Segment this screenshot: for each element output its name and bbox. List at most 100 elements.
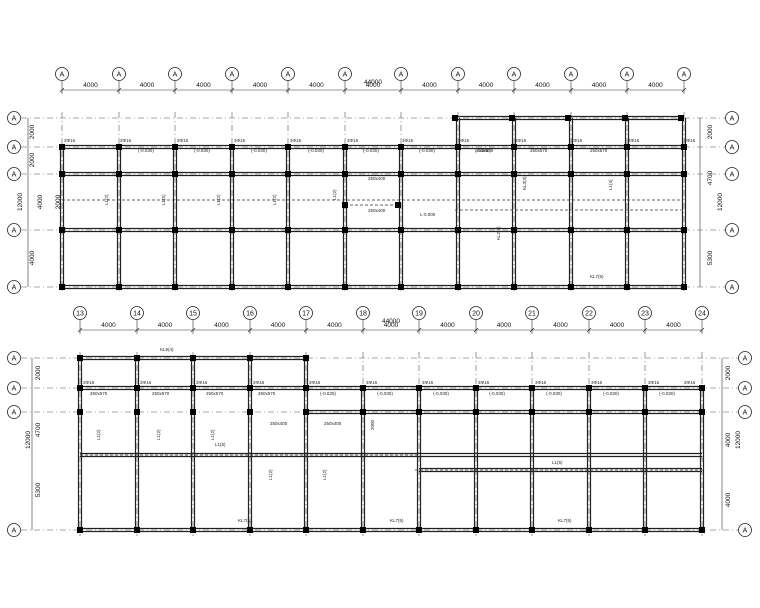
row-label-left: A [12, 116, 17, 123]
column [116, 284, 122, 290]
beam-reinforcement-label: 3Φ16 [515, 138, 527, 143]
right-dimension: 2000 [707, 124, 714, 139]
bay-dimension: 4000 [440, 322, 455, 329]
bay-dimension: 4000 [366, 82, 381, 89]
axis-label: 24 [698, 311, 706, 318]
bay-dimension: 4000 [158, 322, 173, 329]
column [699, 385, 705, 391]
axis-bubble [55, 67, 69, 81]
beam-designation-label: L1(2) [322, 469, 327, 480]
bay-dimension: 4000 [253, 82, 268, 89]
column [455, 284, 461, 290]
axis-label: 20 [472, 311, 480, 318]
beam-reinforcement-label: 3Φ16 [120, 138, 132, 143]
column [229, 227, 235, 233]
bay-dimension: 4000 [196, 82, 211, 89]
axis-label: A [399, 72, 404, 79]
row-label-right: A [730, 285, 735, 292]
left-dimension: 2000 [29, 124, 36, 139]
slab-elevation-label: (-0.030) [419, 148, 435, 153]
total-dimension: 44000 [364, 79, 382, 86]
column [398, 227, 404, 233]
beam-designation-label: L1(2) [156, 429, 161, 440]
beam-designation-label: 2000 [370, 419, 375, 430]
row-bubble-left [7, 140, 21, 154]
column [342, 202, 348, 208]
row-bubble-right [725, 167, 739, 181]
beam-reinforcement-label: 3Φ16 [290, 138, 302, 143]
column [247, 385, 253, 391]
beam-reinforcement-label: 3Φ16 [83, 380, 95, 385]
axis-bubble [564, 67, 578, 81]
axis-bubble [73, 306, 87, 320]
row-bubble-left [7, 351, 21, 365]
axis-bubble [677, 67, 691, 81]
axis-label: A [456, 72, 461, 79]
beam-section-label: 250x400 [368, 176, 386, 181]
beam-reinforcement-label: 3Φ16 [253, 380, 265, 385]
left-dimension: 2000 [55, 194, 62, 209]
column [172, 171, 178, 177]
beam-reinforcement-label: 3Φ16 [64, 138, 76, 143]
column [622, 115, 628, 121]
row-bubble-right [738, 523, 752, 537]
column [455, 171, 461, 177]
column [586, 385, 592, 391]
column [473, 385, 479, 391]
left-dimension: 4000 [37, 194, 44, 209]
beam-designation-label: L1(2) [104, 194, 109, 205]
column [342, 227, 348, 233]
bay-dimension: 4000 [271, 322, 286, 329]
beam-designation-label: KL9(4) [160, 347, 174, 352]
beam-section-label: 250x570 [530, 148, 548, 153]
row-bubble-left [7, 523, 21, 537]
axis-bubble [243, 306, 257, 320]
column [511, 284, 517, 290]
column [116, 227, 122, 233]
axis-bubble [695, 306, 709, 320]
axis-label: A [230, 72, 235, 79]
right-dimension: 4000 [725, 492, 732, 507]
axis-label: 14 [133, 311, 141, 318]
column [586, 527, 592, 533]
column [247, 409, 253, 415]
beam-designation-label: L1(2) [268, 469, 273, 480]
column [360, 527, 366, 533]
column [247, 527, 253, 533]
column [568, 284, 574, 290]
column [511, 171, 517, 177]
beam-designation-label: KL7(5) [390, 518, 404, 523]
column [642, 409, 648, 415]
bay-dimension: 4000 [101, 322, 116, 329]
row-label-right: A [730, 116, 735, 123]
row-label-left: A [12, 172, 17, 179]
column [624, 171, 630, 177]
column [398, 171, 404, 177]
beam-section-label: 250x400 [368, 208, 386, 213]
row-label-left: A [12, 228, 17, 235]
row-label-right: A [730, 172, 735, 179]
beam-section-label: 250x570 [258, 391, 276, 396]
column [624, 144, 630, 150]
beam-reinforcement-label: 3Φ16 [684, 380, 696, 385]
beam-reinforcement-label: 3Φ16 [478, 380, 490, 385]
row-bubble-left [7, 280, 21, 294]
beam-reinforcement-label: 3Φ16 [571, 138, 583, 143]
column [473, 409, 479, 415]
slab-elevation-label: (-0.030) [194, 148, 210, 153]
left-dimension: 2000 [29, 152, 36, 167]
beam-designation-label: L1(2) [272, 194, 277, 205]
bay-dimension: 4000 [648, 82, 663, 89]
row-label-left: A [12, 356, 17, 363]
column [360, 409, 366, 415]
beam-designation-label: L1(2) [332, 189, 337, 200]
slab-elevation-label: (-0.030) [603, 391, 619, 396]
column [529, 385, 535, 391]
column [342, 284, 348, 290]
row-label-right: A [730, 145, 735, 152]
beam-designation-label: L1(2) [210, 429, 215, 440]
column [303, 409, 309, 415]
bay-dimension: 4000 [83, 82, 98, 89]
row-label-right: A [730, 228, 735, 235]
